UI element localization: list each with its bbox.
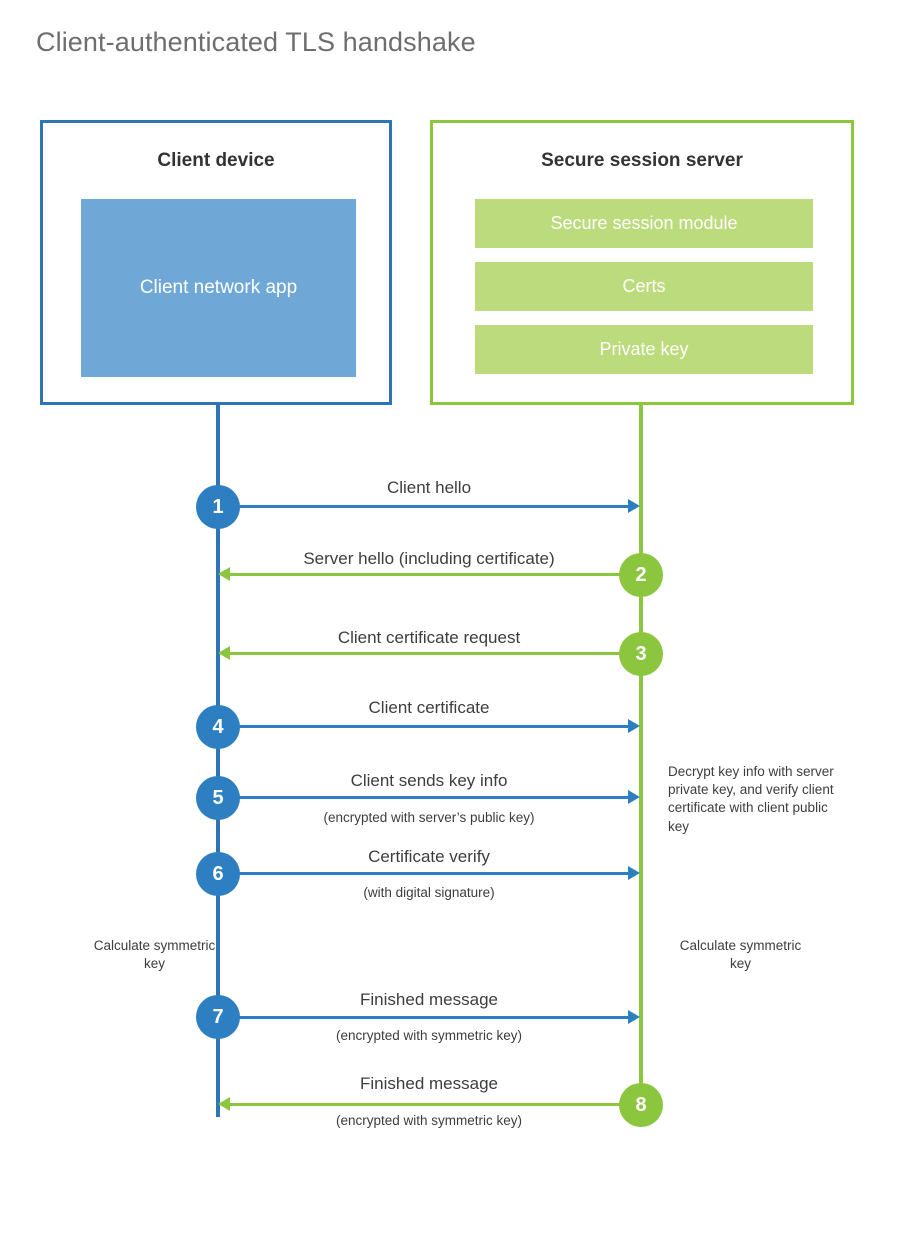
step-circle-5[interactable]: 5 — [196, 776, 240, 820]
step-circle-3[interactable]: 3 — [619, 632, 663, 676]
step-circle-7[interactable]: 7 — [196, 995, 240, 1039]
message-sublabel-8: (encrypted with symmetric key) — [335, 1113, 523, 1128]
message-sublabel-5: (encrypted with server’s public key) — [323, 810, 535, 825]
message-line-1 — [218, 505, 628, 508]
arrow-head-right-1 — [628, 499, 640, 513]
message-label-1: Client hello — [386, 478, 472, 497]
step-circle-6[interactable]: 6 — [196, 852, 240, 896]
message-sublabel-6: (with digital signature) — [363, 885, 495, 900]
message-label-2: Server hello (including certificate) — [303, 549, 555, 568]
actor-box-client-device: Client device Client network app — [40, 120, 392, 405]
message-label-8: Finished message — [360, 1074, 498, 1093]
arrow-head-left-2 — [218, 567, 230, 581]
step-circle-1[interactable]: 1 — [196, 485, 240, 529]
actor-box-secure-session-server: Secure session server Secure session mod… — [430, 120, 854, 405]
secure-session-server-title: Secure session server — [541, 150, 743, 171]
server-block-certs: Certs — [475, 262, 813, 311]
arrow-head-right-5 — [628, 790, 640, 804]
lifeline-server — [639, 405, 643, 1105]
message-label-5: Client sends key info — [350, 771, 508, 790]
server-block-secure-session-module: Secure session module — [475, 199, 813, 248]
step-circle-8[interactable]: 8 — [619, 1083, 663, 1127]
step-circle-2[interactable]: 2 — [619, 553, 663, 597]
arrow-head-left-8 — [218, 1097, 230, 1111]
message-label-7: Finished message — [360, 990, 498, 1009]
step-circle-4[interactable]: 4 — [196, 705, 240, 749]
arrow-head-right-6 — [628, 866, 640, 880]
message-line-6 — [218, 872, 628, 875]
lifeline-client — [216, 405, 220, 1117]
server-block-private-key: Private key — [475, 325, 813, 374]
message-line-5 — [218, 796, 628, 799]
arrow-head-right-4 — [628, 719, 640, 733]
page-title: Client-authenticated TLS handshake — [36, 27, 476, 57]
arrow-head-left-3 — [218, 646, 230, 660]
message-label-6: Certificate verify — [368, 847, 490, 866]
annotation-client-calculate-symmetric-key: Calculate symmetric key — [93, 938, 216, 972]
client-device-title: Client device — [157, 150, 275, 171]
message-line-7 — [218, 1016, 628, 1019]
arrow-head-right-7 — [628, 1010, 640, 1024]
annotation-server-calculate-symmetric-key: Calculate symmetric key — [679, 938, 802, 972]
message-line-3 — [230, 652, 641, 655]
message-line-8 — [230, 1103, 641, 1106]
message-label-4: Client certificate — [368, 698, 490, 717]
message-line-2 — [230, 573, 641, 576]
message-sublabel-7: (encrypted with symmetric key) — [335, 1028, 523, 1043]
annotation-server-decrypt: Decrypt key info with server private key… — [668, 764, 834, 834]
message-line-4 — [218, 725, 628, 728]
client-network-app-block: Client network app — [81, 199, 356, 377]
message-label-3: Client certificate request — [337, 628, 521, 647]
